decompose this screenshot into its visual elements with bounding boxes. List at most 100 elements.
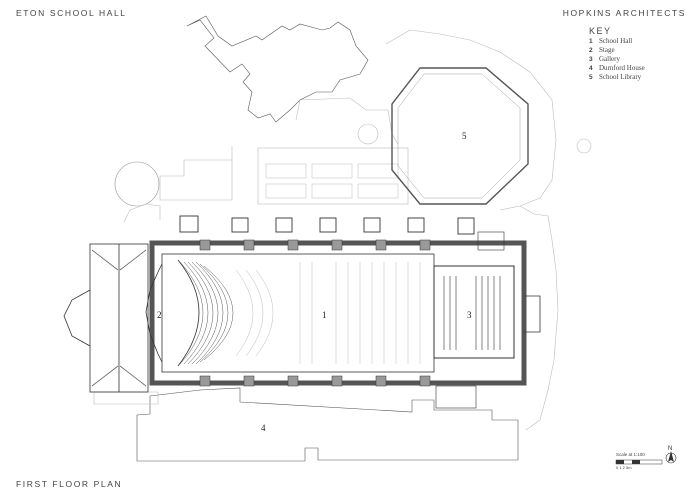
buttress — [199, 375, 211, 387]
key-item-number: 2 — [589, 47, 593, 54]
se-stair — [435, 385, 477, 409]
scale-ticks: 0 1 2 5m — [616, 465, 632, 470]
context-buildings — [136, 15, 519, 462]
bay — [265, 163, 307, 179]
gallery-block — [433, 265, 515, 359]
ne-stair — [477, 231, 505, 251]
key-item: 5 School Library — [589, 73, 689, 82]
scale-bar — [615, 459, 663, 465]
drawing-title: ETON SCHOOL HALL — [16, 8, 127, 18]
key-item-number: 4 — [589, 65, 593, 72]
east-boundary — [519, 205, 559, 431]
architect-name: HOPKINS ARCHITECTS — [562, 8, 686, 18]
hall-row — [255, 269, 274, 357]
north-block — [257, 147, 409, 205]
seat-arc — [199, 263, 229, 363]
window — [457, 217, 475, 235]
key-item-label: Durnford House — [599, 64, 645, 72]
seat-arc — [191, 261, 219, 365]
context-outline-north — [186, 15, 369, 123]
buttress — [419, 239, 431, 251]
buttress — [199, 239, 211, 251]
east-bay — [524, 295, 541, 333]
window — [275, 217, 293, 233]
label-gallery: 3 — [467, 310, 472, 320]
gallery-seating — [443, 276, 501, 350]
stage-outline — [145, 263, 163, 363]
buttress — [419, 375, 431, 387]
key-item-label: Gallery — [599, 55, 620, 63]
key-item: 3 Gallery — [589, 55, 689, 64]
bay — [357, 163, 399, 179]
seat-arc — [203, 265, 234, 361]
upper-courtyard — [295, 97, 399, 145]
bay — [265, 183, 307, 199]
west-bay — [63, 289, 91, 347]
library-surround — [385, 29, 557, 211]
context-outline-south — [136, 387, 519, 462]
window — [363, 217, 381, 233]
library-inner — [397, 73, 521, 199]
bay — [311, 183, 353, 199]
scale-text: Scale at 1:100 — [616, 452, 645, 457]
north-wing — [159, 146, 233, 201]
window — [231, 217, 249, 233]
north-arrow: N — [665, 446, 677, 464]
label-school-library: 5 — [462, 131, 467, 141]
key-item: 1 School Hall — [589, 37, 689, 46]
bay — [311, 163, 353, 179]
buttress — [287, 375, 299, 387]
west-building — [63, 243, 149, 393]
seat-arc — [195, 261, 224, 365]
key-item-label: School Hall — [599, 37, 633, 45]
seat-arc — [183, 261, 209, 365]
tree-circle — [114, 161, 160, 207]
north-arrow-needle — [668, 451, 674, 462]
buttress — [287, 239, 299, 251]
label-school-hall: 1 — [322, 310, 327, 320]
window-boxes — [179, 215, 475, 235]
window — [179, 215, 199, 233]
west-ground — [93, 391, 159, 405]
hall-seating — [235, 262, 421, 364]
stage-seating — [179, 261, 234, 365]
key-item-number: 5 — [589, 74, 593, 81]
north-bays — [265, 163, 399, 199]
scale-bar-fill — [616, 460, 624, 464]
scale-bar-fill — [632, 460, 640, 464]
buttress — [331, 239, 343, 251]
label-stage: 2 — [157, 310, 162, 320]
key-item-label: Stage — [599, 46, 615, 54]
key-item-label: School Library — [599, 73, 642, 81]
round-feature — [576, 138, 592, 154]
buttress — [375, 375, 387, 387]
buttress — [243, 239, 255, 251]
seat-arc — [187, 261, 214, 365]
key-title: KEY — [589, 26, 612, 36]
key-legend: KEY 1 School Hall 2 Stage 3 Gallery 4 Durnfo… — [589, 26, 689, 82]
seat-arc — [179, 261, 204, 365]
window — [319, 217, 337, 233]
buttress — [375, 239, 387, 251]
stage-apron — [177, 259, 200, 367]
key-item: 2 Stage — [589, 46, 689, 55]
bay — [357, 183, 399, 199]
key-item: 4 Durnford House — [589, 64, 689, 73]
hall-row — [235, 269, 254, 357]
label-durnford-house: 4 — [261, 423, 266, 433]
buttresses — [199, 239, 431, 387]
window — [407, 217, 425, 233]
key-item-number: 3 — [589, 56, 593, 63]
buttress — [243, 375, 255, 387]
hall-row — [245, 269, 264, 357]
north-arrow-letter: N — [668, 446, 672, 452]
key-item-number: 1 — [589, 38, 593, 45]
surrounding-light-lines — [93, 29, 592, 431]
plan-title: FIRST FLOOR PLAN — [16, 479, 123, 489]
library-octagon — [391, 67, 529, 205]
school-hall — [145, 231, 541, 409]
west-stair — [123, 203, 161, 223]
roof-hatch — [91, 249, 147, 387]
round-feature — [357, 123, 379, 145]
